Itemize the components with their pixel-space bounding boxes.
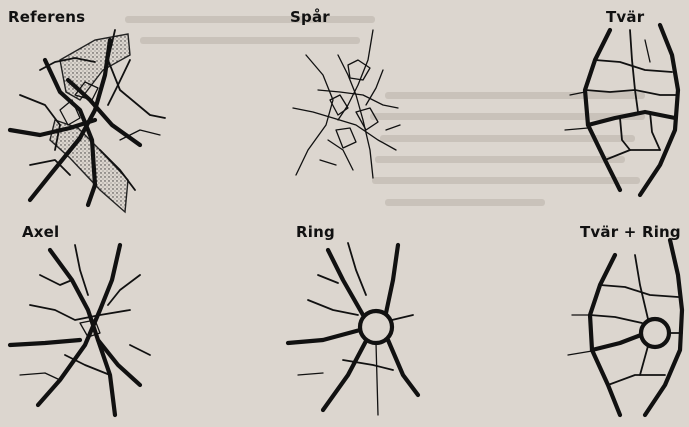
map-tvar xyxy=(560,0,689,210)
minor-road xyxy=(585,90,678,95)
major-road xyxy=(288,330,360,343)
minor-road xyxy=(650,112,660,150)
minor-road xyxy=(318,275,338,283)
minor-road xyxy=(366,70,383,105)
panel-axel: Axel xyxy=(0,215,225,420)
minor-road xyxy=(570,92,585,95)
major-road xyxy=(590,255,620,415)
major-road xyxy=(10,340,80,345)
minor-road xyxy=(296,55,333,175)
map-axel xyxy=(0,215,225,427)
major-road xyxy=(592,335,641,350)
panel-tvar: Tvär xyxy=(560,0,689,205)
minor-road xyxy=(620,118,630,150)
minor-road xyxy=(30,305,130,320)
minor-road xyxy=(635,255,648,319)
minor-road xyxy=(565,128,588,130)
minor-road xyxy=(130,345,150,355)
panel-spar: Spår xyxy=(278,0,503,205)
panel-referens: Referens xyxy=(0,0,225,205)
panel-ring: Ring xyxy=(278,215,503,420)
minor-road xyxy=(640,346,648,375)
minor-road xyxy=(568,351,592,355)
map-spar xyxy=(278,0,418,210)
map-ring xyxy=(278,215,418,427)
minor-road xyxy=(630,30,638,112)
major-road xyxy=(88,185,95,205)
major-road xyxy=(585,30,620,190)
major-road xyxy=(388,340,418,395)
minor-road xyxy=(376,343,378,415)
minor-road xyxy=(330,95,348,115)
minor-road xyxy=(605,150,660,160)
major-road xyxy=(323,341,366,410)
map-tvar-ring xyxy=(560,215,689,427)
minor-road xyxy=(600,285,678,297)
minor-road xyxy=(20,373,60,380)
minor-road xyxy=(308,300,358,315)
major-road xyxy=(645,240,682,415)
minor-road xyxy=(320,160,336,165)
minor-road xyxy=(645,40,650,62)
minor-road xyxy=(348,243,366,295)
minor-road xyxy=(386,125,400,130)
minor-road xyxy=(392,315,413,320)
ring-road xyxy=(641,319,669,347)
map-referens xyxy=(0,0,225,215)
minor-road xyxy=(608,375,665,385)
major-road xyxy=(386,245,398,313)
minor-road xyxy=(338,55,373,178)
major-road xyxy=(588,112,675,125)
major-road xyxy=(328,250,363,315)
minor-road xyxy=(338,30,373,120)
minor-road xyxy=(336,128,356,148)
panel-tvar-ring: Tvär + Ring xyxy=(560,215,689,420)
minor-road xyxy=(590,315,642,323)
minor-road xyxy=(298,373,323,375)
